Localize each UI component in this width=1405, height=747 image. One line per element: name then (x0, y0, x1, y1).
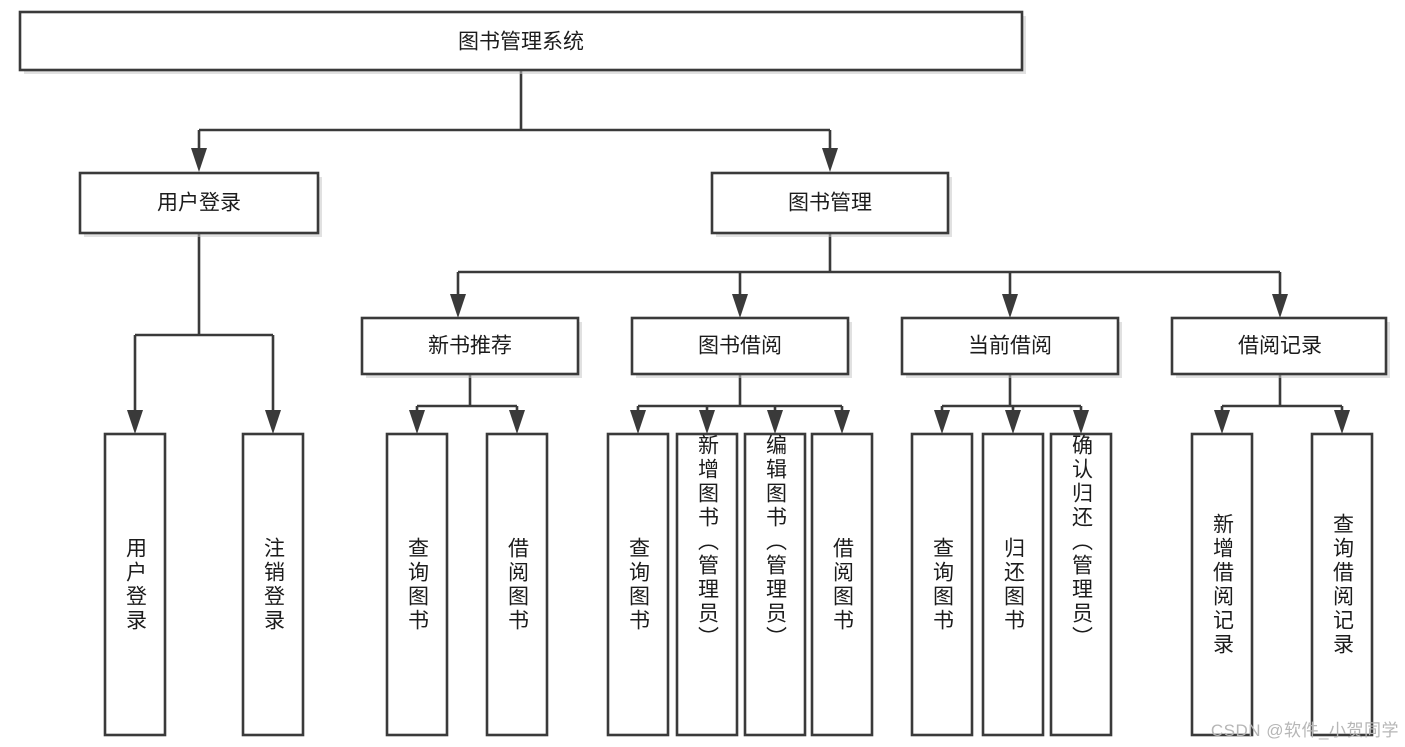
arrow-bm-to-rec-icon (450, 294, 466, 318)
node-leaf-query-borrow-record-box[interactable] (1310, 432, 1374, 737)
node-leaf-user-login-box[interactable] (103, 432, 167, 737)
node-leaf-query-book-borrow-box[interactable] (606, 432, 670, 737)
edge-group-user-login (127, 233, 281, 434)
node-new-book-recommend[interactable]: 新书推荐 (360, 316, 582, 378)
node-leaf-return-book-box[interactable] (981, 432, 1045, 737)
node-current-borrow-box[interactable] (900, 316, 1120, 376)
arrow-br-to-leaf1-icon (1214, 410, 1230, 434)
node-book-manage[interactable]: 图书管理 (710, 171, 952, 237)
node-user-login[interactable]: 用户登录 (78, 171, 322, 237)
node-current-borrow-label: 当前借阅 (968, 335, 1052, 358)
arrow-rec-to-leaf1-icon (409, 410, 425, 434)
node-user-login-box[interactable] (78, 171, 320, 235)
node-root-label: 图书管理系统 (458, 31, 584, 54)
arrow-bb-to-leaf1-icon (630, 410, 646, 434)
node-root-box[interactable] (18, 10, 1024, 72)
node-book-borrow-box[interactable] (630, 316, 850, 376)
arrow-cb-to-leaf3-icon (1073, 410, 1089, 434)
node-leaf-borrow-book-box[interactable] (810, 432, 874, 737)
arrow-cb-to-leaf1-icon (934, 410, 950, 434)
arrow-bb-to-leaf4-icon (834, 410, 850, 434)
node-borrow-record-box[interactable] (1170, 316, 1388, 376)
edge-group-current-borrow (934, 374, 1089, 434)
arrow-bm-to-borrow-icon (732, 294, 748, 318)
node-leaf-add-borrow-record-box[interactable] (1190, 432, 1254, 737)
arrow-ul-to-leaf1-icon (127, 410, 143, 434)
node-leaf-logout-login-box[interactable] (241, 432, 305, 737)
node-borrow-record-label: 借阅记录 (1238, 335, 1322, 358)
node-leaf-borrow-book-rec-box[interactable] (485, 432, 549, 737)
arrow-cb-to-leaf2-icon (1005, 410, 1021, 434)
edge-group-book-manage (450, 233, 1288, 318)
arrow-bm-to-record-icon (1272, 294, 1288, 318)
node-user-login-label: 用户登录 (157, 192, 241, 215)
edge-group-root (191, 70, 838, 172)
arrow-root-to-user-login-icon (191, 148, 207, 172)
arrow-ul-to-leaf2-icon (265, 410, 281, 434)
node-new-book-recommend-label: 新书推荐 (428, 335, 512, 358)
node-borrow-record[interactable]: 借阅记录 (1170, 316, 1390, 378)
node-new-book-recommend-box[interactable] (360, 316, 580, 376)
leaf-boxes (103, 432, 1374, 737)
node-leaf-edit-book-admin-box[interactable] (743, 432, 807, 737)
node-current-borrow[interactable]: 当前借阅 (900, 316, 1122, 378)
arrow-bb-to-leaf3-icon (767, 410, 783, 434)
arrow-br-to-leaf2-icon (1334, 410, 1350, 434)
arrow-root-to-book-manage-icon (822, 148, 838, 172)
node-book-borrow[interactable]: 图书借阅 (630, 316, 852, 378)
node-leaf-confirm-return-admin-box[interactable] (1049, 432, 1113, 737)
node-leaf-add-book-admin-box[interactable] (675, 432, 739, 737)
edge-group-borrow-record (1214, 374, 1350, 434)
node-leaf-query-book-current-box[interactable] (910, 432, 974, 737)
arrow-bm-to-current-icon (1002, 294, 1018, 318)
edge-group-new-book-recommend (409, 374, 525, 434)
node-leaf-query-book-rec-box[interactable] (385, 432, 449, 737)
watermark-text: CSDN @软件_小贺同学 (1210, 721, 1399, 740)
edge-group-book-borrow (630, 374, 850, 434)
node-book-borrow-label: 图书借阅 (698, 335, 782, 358)
node-book-manage-box[interactable] (710, 171, 950, 235)
node-book-manage-label: 图书管理 (788, 192, 872, 215)
arrow-rec-to-leaf2-icon (509, 410, 525, 434)
node-root[interactable]: 图书管理系统 (18, 10, 1026, 74)
arrow-bb-to-leaf2-icon (699, 410, 715, 434)
